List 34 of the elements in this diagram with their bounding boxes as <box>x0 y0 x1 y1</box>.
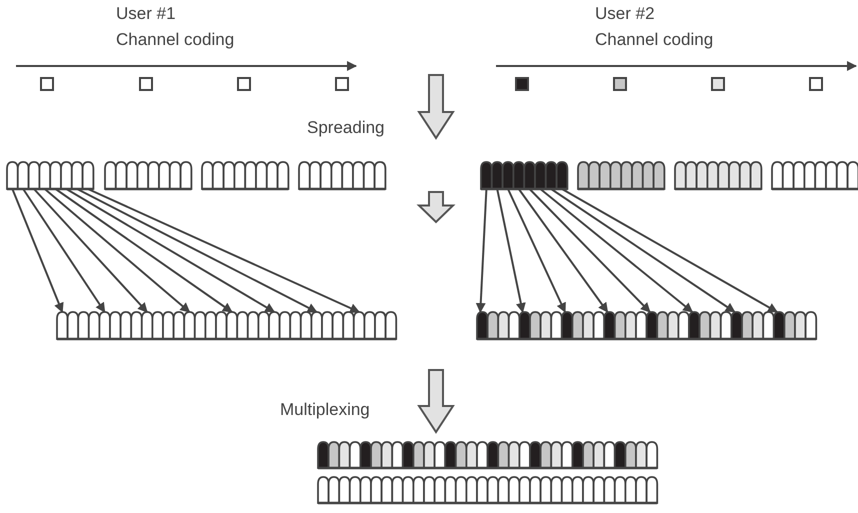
pulse-train-drawing <box>480 161 568 190</box>
pulse-train-drawing <box>6 161 94 190</box>
pulse-train-drawing <box>201 161 290 190</box>
mapping-arrow <box>496 188 526 313</box>
pulse-train-drawing <box>298 161 386 190</box>
pulse-train-drawing <box>476 311 818 340</box>
mapping-arrow <box>540 188 694 313</box>
label: User #2 <box>595 4 655 24</box>
pulse-train-drawing <box>577 161 666 190</box>
mapping-arrow <box>88 188 360 313</box>
mapping-arrow <box>518 188 608 313</box>
label: Spreading <box>307 118 385 138</box>
mapping-arrow <box>55 188 233 313</box>
mapping-arrow <box>33 188 148 313</box>
label: Channel coding <box>116 30 234 50</box>
mapping-arrow <box>528 188 651 313</box>
mapping-arrow <box>550 188 736 313</box>
mapping-arrow <box>11 188 64 313</box>
mapping-arrow <box>66 188 276 313</box>
pulse-train-drawing <box>104 161 192 190</box>
label: User #1 <box>116 4 176 24</box>
pulse-train-drawing <box>771 161 858 190</box>
mapping-arrow <box>76 188 318 313</box>
mapping-arrow <box>22 188 106 313</box>
mapping-arrow <box>562 188 778 313</box>
label: Multiplexing <box>280 400 370 420</box>
pulse-train-drawing <box>317 476 658 504</box>
mapping-arrow <box>476 188 488 313</box>
pulse-train-drawing <box>317 441 658 470</box>
pulse-train-drawing <box>674 161 762 190</box>
mapping-arrow <box>44 188 190 313</box>
mapping-arrow <box>507 188 566 313</box>
pulse-train-drawing <box>56 311 398 340</box>
label: Channel coding <box>595 30 714 50</box>
